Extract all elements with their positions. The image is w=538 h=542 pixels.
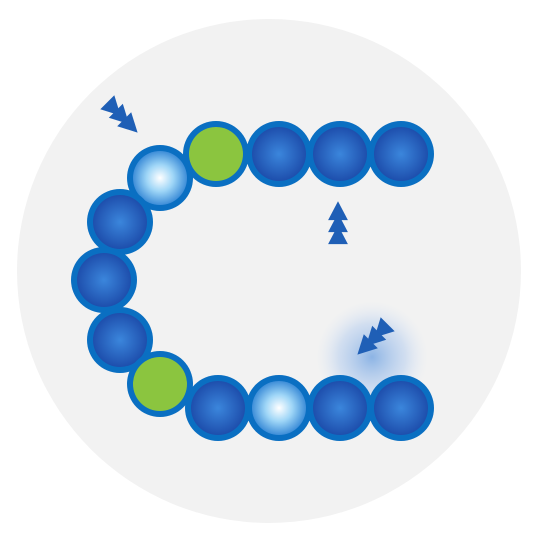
bead-plain: [307, 121, 373, 187]
triple-arrow-down-left-icon: [357, 317, 395, 355]
bead-green: [183, 121, 249, 187]
bead-highlight: [246, 375, 312, 441]
triple-arrow-up-icon: [328, 201, 348, 245]
bead-plain: [87, 189, 153, 255]
bead-plain: [185, 375, 251, 441]
bead-plain: [87, 307, 153, 373]
triple-arrow-down-right-icon: [100, 95, 138, 133]
bead-green: [127, 351, 193, 417]
bead-plain: [368, 121, 434, 187]
bead-highlight: [127, 145, 193, 211]
bead-plain: [246, 121, 312, 187]
bead-plain: [307, 375, 373, 441]
bead-plain: [368, 375, 434, 441]
bead-plain: [71, 247, 137, 313]
